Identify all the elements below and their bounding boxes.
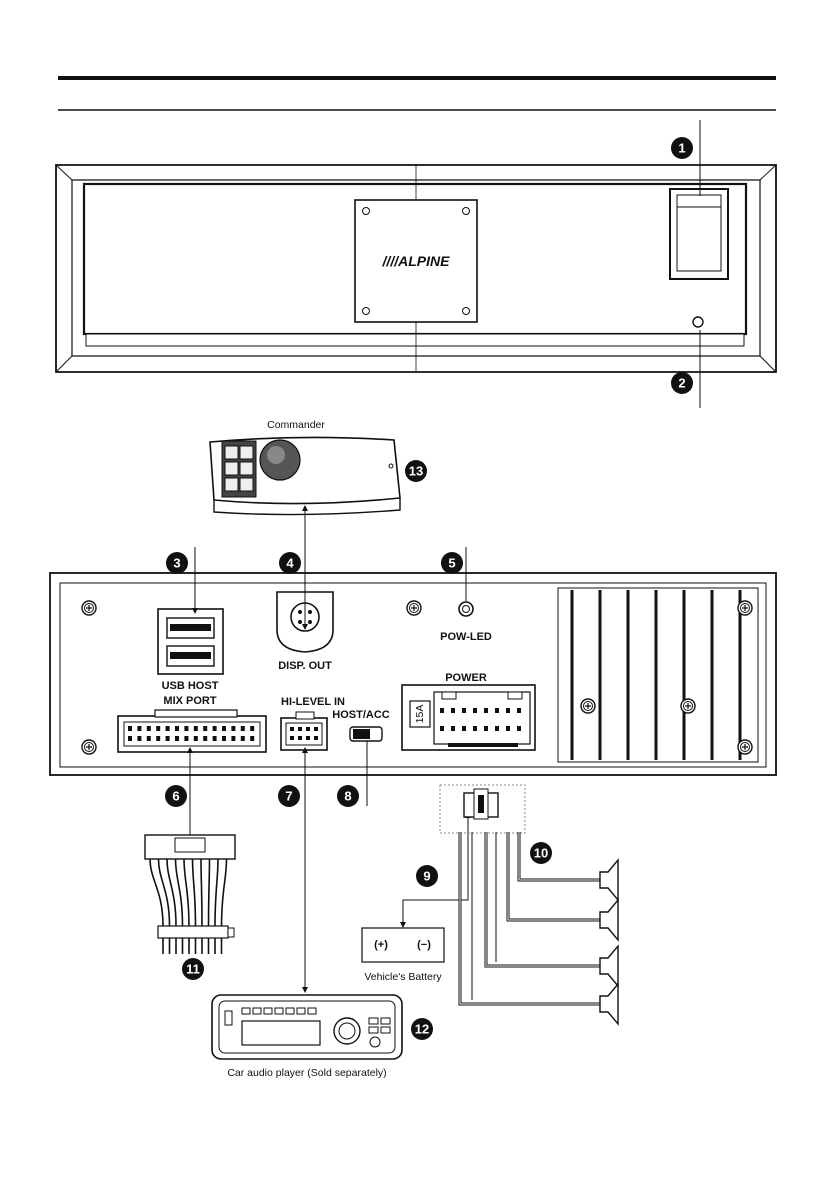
pow-led	[459, 602, 473, 616]
hi-level-in-label: HI-LEVEL IN	[281, 696, 345, 708]
callout-marker-10: 10	[530, 842, 552, 864]
vehicle-battery: (+) (−) Vehicle's Battery	[362, 928, 444, 983]
alpine-logo: ////ALPINE	[382, 253, 451, 269]
commander-unit: Commander	[210, 419, 400, 515]
callout-marker-2: 2	[671, 372, 693, 394]
callout-marker-1: 1	[671, 137, 693, 159]
power-label: POWER	[445, 672, 487, 684]
svg-text:8: 8	[344, 789, 351, 804]
svg-text:5: 5	[448, 556, 455, 571]
disp-out-label: DISP. OUT	[278, 660, 332, 672]
callout-marker-11: 11	[182, 958, 204, 980]
svg-text:1: 1	[678, 141, 685, 156]
rear-panel: USB HOST DISP. OUT POW-LED POWER 15A MIX…	[50, 573, 776, 775]
pow-led-label: POW-LED	[440, 631, 492, 643]
callout-marker-4: 4	[279, 552, 301, 574]
svg-text:13: 13	[409, 464, 423, 479]
svg-text:11: 11	[186, 962, 200, 977]
svg-text:10: 10	[534, 846, 548, 861]
callout-marker-13: 13	[405, 460, 427, 482]
power-harness	[440, 785, 600, 1004]
mix-port-label: MIX PORT	[163, 695, 216, 707]
svg-text:7: 7	[285, 789, 292, 804]
svg-text:6: 6	[172, 789, 179, 804]
svg-text:9: 9	[423, 869, 430, 884]
host-acc-label: HOST/ACC	[332, 709, 390, 721]
callout-marker-12: 12	[411, 1018, 433, 1040]
callout-marker-3: 3	[166, 552, 188, 574]
battery-label: Vehicle's Battery	[364, 971, 442, 983]
usb-host-port[interactable]	[158, 609, 223, 674]
wire-harness	[145, 835, 235, 954]
fuse-label: 15A	[414, 705, 426, 724]
svg-text:4: 4	[286, 556, 294, 571]
car-audio-player: Car audio player (Sold separately)	[212, 995, 402, 1079]
player-label: Car audio player (Sold separately)	[227, 1067, 386, 1079]
host-acc-switch[interactable]	[350, 727, 382, 741]
hi-level-in-connector[interactable]	[281, 712, 327, 750]
callout-marker-6: 6	[165, 785, 187, 807]
callout-marker-5: 5	[441, 552, 463, 574]
svg-text:12: 12	[415, 1022, 429, 1037]
svg-text:3: 3	[173, 556, 180, 571]
speaker-icon	[600, 860, 618, 1024]
front-panel: ////ALPINE	[56, 120, 776, 408]
commander-label: Commander	[267, 419, 325, 431]
callout-marker-9: 9	[416, 865, 438, 887]
battery-plus: (+)	[374, 939, 388, 951]
callout-marker-7: 7	[278, 785, 300, 807]
front-led-hole	[693, 317, 703, 327]
battery-minus: (−)	[417, 939, 431, 951]
svg-text:2: 2	[678, 376, 685, 391]
callout-marker-8: 8	[337, 785, 359, 807]
usb-host-label: USB HOST	[162, 680, 219, 692]
